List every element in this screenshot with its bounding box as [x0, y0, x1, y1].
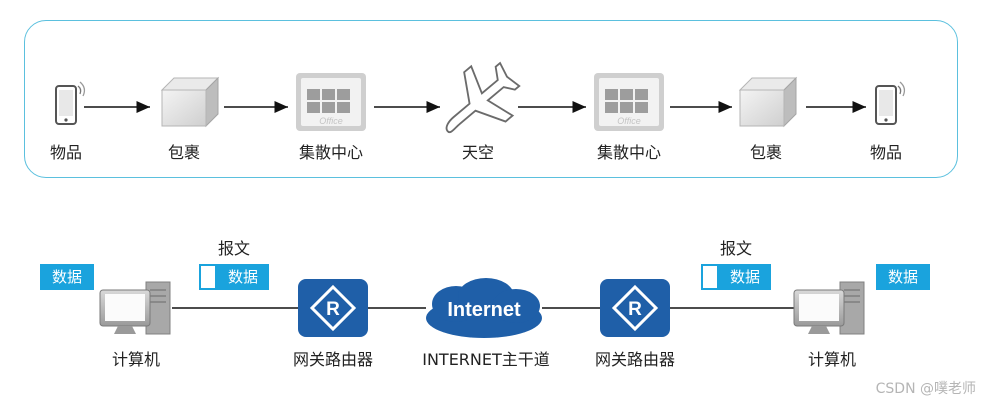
internet-cloud-text: Internet	[447, 299, 521, 321]
node-label: 天空	[461, 143, 495, 162]
packet-payload: 数据	[719, 264, 771, 290]
box-icon	[160, 76, 220, 128]
node-label: 网关路由器	[292, 350, 374, 369]
packet: 数据	[199, 264, 269, 290]
data-box: 数据	[40, 264, 94, 290]
computer-icon	[99, 281, 171, 335]
office-icon-text: Office	[319, 116, 343, 126]
watermark: CSDN @噗老师	[875, 381, 976, 397]
computer-icon	[793, 281, 865, 335]
packet-title: 报文	[217, 239, 251, 258]
router-icon: R	[600, 279, 670, 337]
node-label: 包裹	[167, 143, 201, 162]
airplane-icon	[445, 61, 521, 134]
node-label: 计算机	[807, 350, 857, 369]
node-label: 包裹	[749, 143, 783, 162]
packet-payload: 数据	[217, 264, 269, 290]
office-icon: Office	[594, 73, 664, 131]
node-label: 网关路由器	[594, 350, 676, 369]
packet-title: 报文	[719, 239, 753, 258]
box-icon	[738, 76, 798, 128]
node-label: 物品	[49, 143, 83, 162]
svg-text:R: R	[326, 299, 340, 320]
node-label: INTERNET主干道	[422, 350, 550, 369]
packet-header	[199, 264, 217, 290]
office-icon: Office	[296, 73, 366, 131]
router-icon: R	[298, 279, 368, 337]
office-icon-text: Office	[617, 116, 641, 126]
node-label: 计算机	[111, 350, 161, 369]
data-box: 数据	[876, 264, 930, 290]
phone-icon	[875, 81, 906, 125]
phone-icon	[55, 81, 86, 125]
node-label: 集散中心	[298, 143, 364, 162]
svg-text:R: R	[628, 299, 642, 320]
node-label: 集散中心	[596, 143, 662, 162]
internet-cloud-icon: Internet	[426, 278, 542, 338]
node-label: 物品	[869, 143, 903, 162]
packet-header	[701, 264, 719, 290]
packet: 数据	[701, 264, 771, 290]
